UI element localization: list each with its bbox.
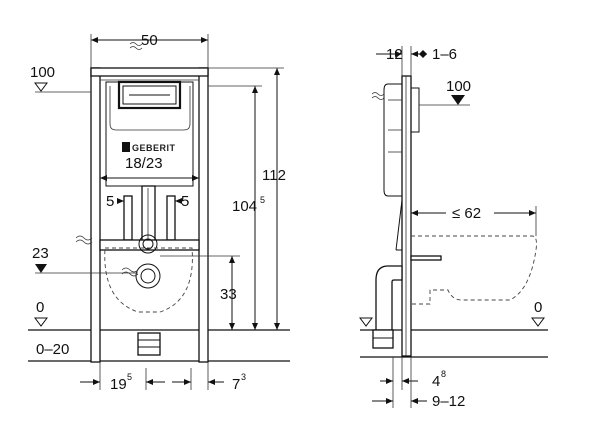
outlet-ring	[138, 234, 158, 254]
dim-left-offset: 5	[106, 193, 114, 210]
side-flush-plate	[410, 87, 420, 133]
front-floor-level: 0	[36, 299, 44, 316]
bowl-outline	[104, 247, 193, 313]
front-pipe-level-marker	[35, 264, 47, 273]
side-floor-level-marker	[531, 317, 545, 327]
dim-bottom-left: 19	[110, 376, 127, 393]
dim-bottom-right: 7	[232, 376, 240, 393]
side-waste-pipe	[375, 265, 403, 331]
dim-bottom-right-sup: 3	[241, 372, 246, 382]
side-depth-top: 12	[386, 46, 403, 63]
dim-width: 50	[141, 32, 158, 49]
frame-right-upright	[198, 67, 209, 363]
side-bottom-sup: 8	[441, 369, 446, 379]
brand-logo-text: GEBERIT	[132, 143, 176, 153]
side-bottom: 4	[432, 373, 440, 390]
frame-left-upright	[90, 67, 101, 363]
front-view: GEBERIT 50 100	[28, 32, 290, 393]
front-floor-range: 0–20	[36, 341, 69, 358]
side-depth-range-top: 1–6	[432, 46, 457, 63]
side-bowl-outline	[411, 235, 537, 305]
front-top-level-marker	[34, 82, 48, 92]
mounting-bar-right	[166, 195, 176, 241]
side-bowl-projection: ≤ 62	[452, 205, 481, 222]
side-top-level-marker	[451, 95, 465, 105]
waste-pipe	[137, 332, 161, 356]
side-connector	[410, 255, 442, 261]
side-top-level: 100	[446, 78, 471, 95]
flush-plate	[117, 80, 182, 110]
mounting-bar-left	[123, 195, 133, 241]
dim-right-offset: 5	[181, 193, 189, 210]
dim-total-height: 112	[262, 167, 286, 184]
side-bottom-range: 9–12	[432, 393, 465, 410]
side-floor-level: 0	[534, 299, 542, 316]
frame-top-rail	[90, 67, 209, 77]
dim-bottom-left-sup: 5	[127, 372, 132, 382]
front-top-level: 100	[30, 64, 55, 81]
dim-low: 33	[220, 286, 237, 303]
bowl-outlet	[135, 263, 161, 289]
frame-lower-rail	[99, 239, 200, 251]
front-floor-level-marker	[34, 317, 48, 327]
front-water-symbol	[75, 235, 93, 245]
brand-logo-box	[122, 142, 130, 152]
front-pipe-level: 23	[32, 245, 49, 262]
side-frame	[401, 75, 412, 357]
dim-inner-height-sup: 5	[260, 195, 265, 205]
side-cistern	[383, 83, 403, 197]
dim-flush: 18/23	[125, 155, 163, 172]
dim-inner-height: 104	[232, 198, 257, 215]
side-view: 12 1–6 100 ≤ 62 0 4 8 9–12	[359, 46, 548, 410]
side-water-symbol	[371, 92, 385, 100]
